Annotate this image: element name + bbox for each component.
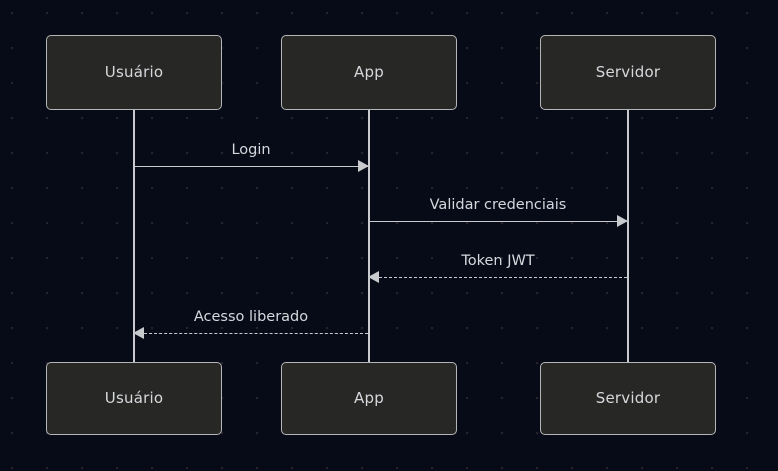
- lifeline-app: [368, 110, 370, 363]
- participant-box-app-bottom[interactable]: App: [281, 362, 457, 435]
- message-acesso-liberado-line: [134, 333, 368, 334]
- message-token-jwt-label: Token JWT: [461, 252, 535, 269]
- participant-box-usuario-bottom[interactable]: Usuário: [46, 362, 222, 435]
- participant-label-usuario-top: Usuário: [104, 63, 164, 81]
- lifeline-usuario: [133, 110, 135, 363]
- message-validar-credenciais-label: Validar credenciais: [429, 196, 567, 213]
- lifeline-servidor: [627, 110, 629, 363]
- participant-label-servidor-bottom: Servidor: [595, 389, 661, 407]
- participant-label-usuario-bottom: Usuário: [104, 389, 164, 407]
- participant-label-app-top: App: [354, 63, 384, 81]
- participant-box-app-top[interactable]: App: [281, 35, 457, 110]
- message-validar-credenciais-line: [369, 221, 627, 222]
- arrowhead-left-icon: [133, 327, 144, 339]
- message-acesso-liberado-label: Acesso liberado: [193, 308, 309, 325]
- arrowhead-right-icon: [617, 215, 628, 227]
- participant-box-usuario-top[interactable]: Usuário: [46, 35, 222, 110]
- participant-box-servidor-top[interactable]: Servidor: [540, 35, 716, 110]
- participant-label-servidor-top: Servidor: [595, 63, 661, 81]
- message-login-label: Login: [231, 141, 271, 158]
- arrowhead-left-icon: [368, 271, 379, 283]
- message-token-jwt-line: [369, 277, 627, 278]
- participant-box-servidor-bottom[interactable]: Servidor: [540, 362, 716, 435]
- message-login-line: [134, 166, 368, 167]
- participant-label-app-bottom: App: [354, 389, 384, 407]
- arrowhead-right-icon: [358, 160, 369, 172]
